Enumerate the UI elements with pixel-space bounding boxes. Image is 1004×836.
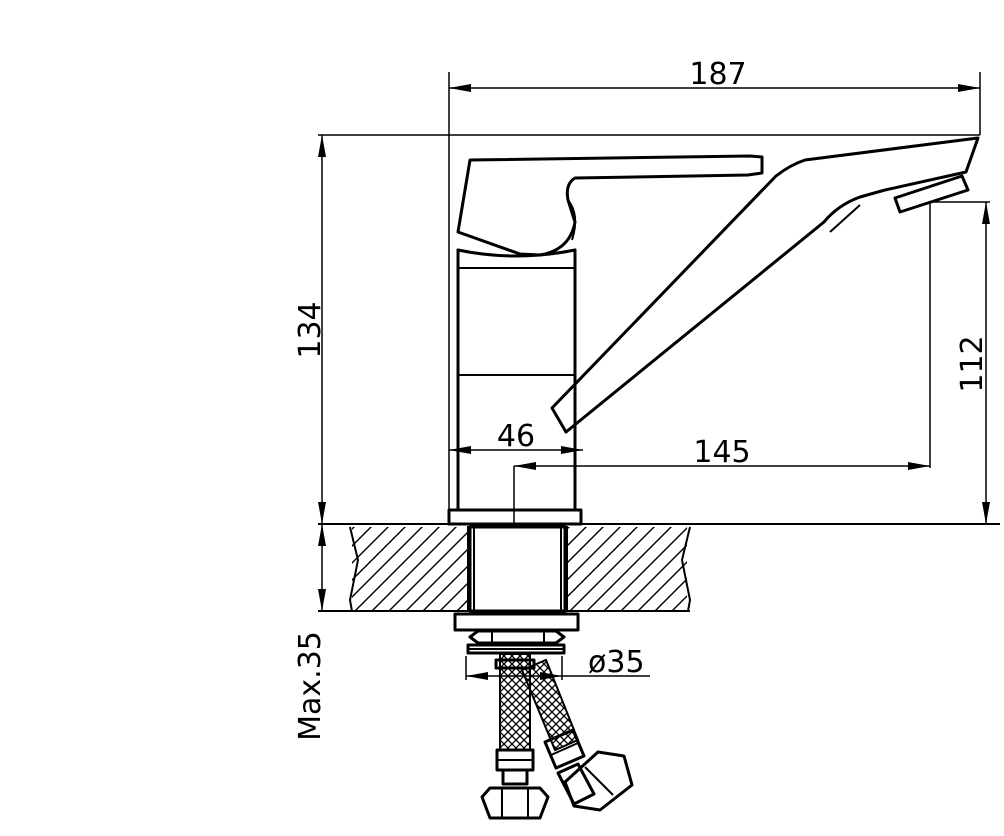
hatch-line [567,527,604,564]
hatch-line [352,527,389,564]
hatch-line [470,525,560,615]
hatch-line [440,582,468,610]
dimension-overall-height: 134 [293,134,980,524]
hatch-line [389,531,468,610]
countertop [232,523,1000,615]
hatch-line [464,525,554,615]
reach-145-label: 145 [693,435,750,470]
dimension-body-width: 46 [449,419,583,454]
hatch-line [232,525,322,615]
hatch-line [457,599,468,610]
width-46-label: 46 [497,419,535,454]
hatch-line [702,525,792,615]
mounting-shank [453,525,580,655]
hatch-line [355,527,440,610]
hatch-line [587,527,672,610]
diameter-35-label: ø35 [588,645,645,680]
supply-hoses [480,653,634,820]
dimension-hose-diameter: ø35 [465,645,650,680]
handle-lever [456,154,764,257]
dimension-spout-reach: 145 [513,435,930,524]
countertop-hatch-right [447,525,792,615]
max-35-label: Max.35 [293,631,328,741]
hatch-line [423,565,468,610]
hatch-line [567,527,621,581]
hatch-line [372,527,457,610]
hatch-line [655,578,687,610]
hatch-line [352,527,355,530]
hatch-line [352,527,372,547]
faucet-body [447,248,583,526]
dimension-spout-height: 112 [929,201,990,524]
hatch-line [638,561,687,610]
hatch-line [567,527,638,598]
hatch-line [447,525,537,615]
hatch-line [249,525,339,615]
hatch-line [672,595,687,610]
dimension-max-thickness: Max.35 [293,524,328,741]
dimension-overall-length: 187 [448,57,981,510]
hatch-line [685,525,775,615]
hatch-line [567,527,587,547]
hatch-line [352,527,423,598]
hatch-line [352,527,406,581]
hatch-line [406,548,468,610]
length-187-label: 187 [689,57,746,92]
hatch-line [621,544,687,610]
hatch-line [570,527,655,610]
height-112-label: 112 [955,335,990,392]
hatch-line [567,527,570,530]
height-134-label: 134 [293,301,328,358]
spout [550,136,980,434]
countertop-hatch-left [232,525,560,615]
hatch-line [604,527,687,610]
